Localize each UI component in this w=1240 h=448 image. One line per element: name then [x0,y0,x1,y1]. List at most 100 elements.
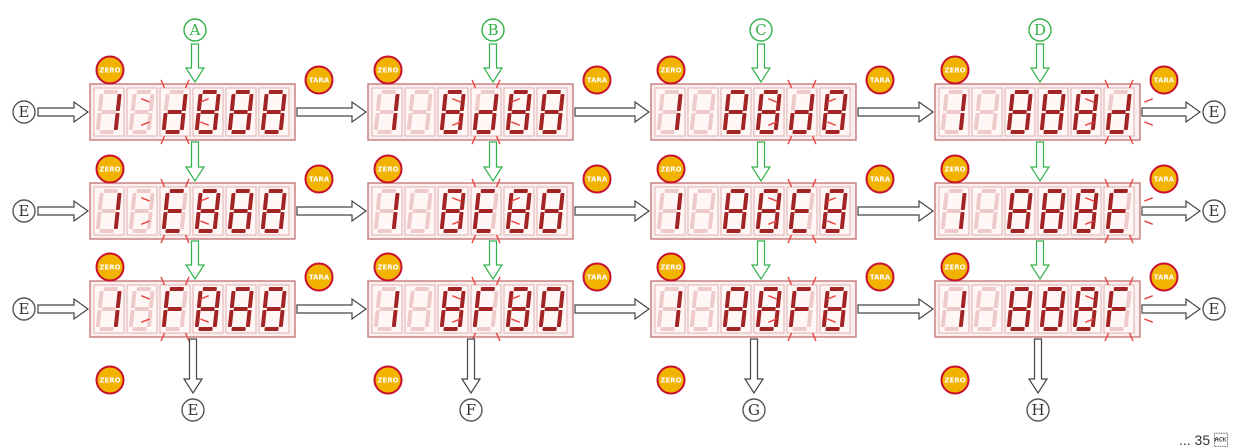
segment [1111,209,1126,213]
segment [981,287,996,291]
display-digit [940,90,967,134]
segment [1111,110,1126,114]
segment [730,90,745,94]
segment [408,193,415,210]
blink-ray [185,276,190,286]
segment [443,229,458,233]
flow-arrow [482,43,504,84]
flow-arrow [37,100,90,124]
segment [707,212,714,229]
segment [558,193,565,210]
segment [1076,327,1091,331]
segment [478,307,493,311]
display-digit [821,189,848,233]
display-digit [194,287,221,331]
segment [973,212,980,229]
segment [662,307,677,311]
segment [507,193,514,210]
blink-ray [141,98,150,103]
blink-ray [768,197,777,202]
button-circle [582,65,612,95]
exit-node-g: G [742,398,766,422]
segment [115,193,122,210]
segment [148,94,155,111]
segment [134,209,149,213]
segment [775,291,782,308]
segment [103,189,118,193]
segment [373,310,380,327]
blink-ray [1104,234,1109,244]
blink-ray [200,197,209,202]
segment [726,130,741,134]
segment [1125,94,1132,111]
blink-indicator [141,178,209,244]
segment [540,193,547,210]
tara-button: TARA [1149,164,1179,194]
flow-arrow [857,100,935,124]
display-panel [367,182,574,240]
segment [660,229,675,233]
blink-ray [1085,121,1094,126]
button-label: ZERO [660,166,681,174]
segment [408,94,415,111]
segment [722,310,729,327]
segment [441,291,448,308]
segment [1047,90,1062,94]
segment [393,291,400,308]
segment [513,90,528,94]
segment [1012,110,1027,114]
segment [1123,310,1130,327]
display-digit [656,287,683,331]
segment [95,212,102,229]
segment [101,209,116,213]
segment [260,310,267,327]
segment [113,113,120,130]
segment [509,130,524,134]
blink-ray [452,220,461,225]
display-digit [1006,287,1033,331]
button-label: TARA [870,77,891,85]
segment [459,193,466,210]
segment [730,287,745,291]
node-label: D [1034,21,1046,39]
button-circle [865,164,895,194]
segment [1113,189,1128,193]
segment [944,229,959,233]
segment [1057,212,1064,229]
segment [792,229,807,233]
button-label: TARA [309,77,330,85]
node-circle [1202,297,1226,321]
blink-ray [812,276,817,286]
segment [1113,287,1128,291]
display-panel [89,182,296,240]
step-node-b: B [481,18,505,42]
segment [829,90,844,94]
segment [1072,113,1079,130]
segment [103,90,118,94]
segment [1024,212,1031,229]
segment [946,209,961,213]
segment [202,90,217,94]
segment [540,94,547,111]
segment [821,310,828,327]
display-digit [689,189,716,233]
segment [656,212,663,229]
display-digit [755,189,782,233]
segment [1008,94,1015,111]
button-label: ZERO [660,377,681,385]
segment [262,291,269,308]
segment [179,310,186,327]
segment [761,110,776,114]
segment [1105,113,1112,130]
blink-ray [141,318,150,323]
node-circle [1202,199,1226,223]
segment [381,90,396,94]
segment [447,90,462,94]
segment [130,291,137,308]
display-digit [973,189,1000,233]
segment [1109,229,1124,233]
page-number: ... 35  [1178,432,1228,448]
segment [441,94,448,111]
segment [991,113,998,130]
